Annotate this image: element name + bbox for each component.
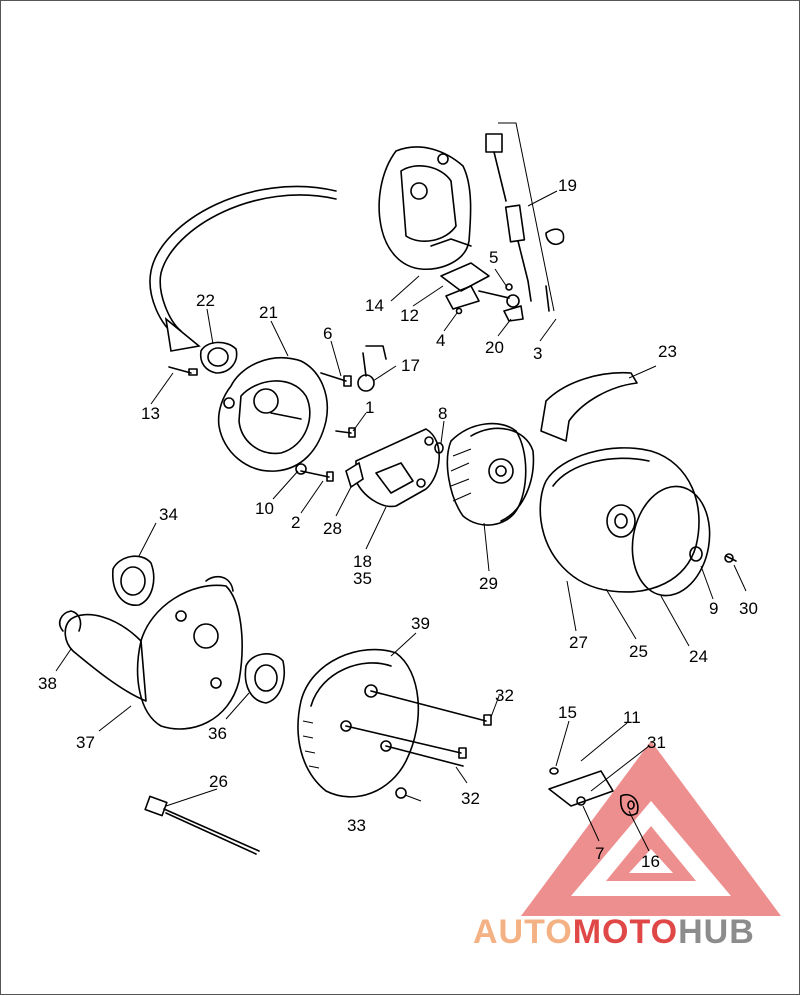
part-14-backplate xyxy=(378,146,472,271)
callout-21: 21 xyxy=(259,303,278,322)
part-26-sensor xyxy=(144,795,260,855)
assembly-arrow xyxy=(149,185,337,352)
svg-text:AUTOMOTOHUB: AUTOMOTOHUB xyxy=(473,913,755,951)
callout-30: 30 xyxy=(739,599,758,618)
callout-5: 5 xyxy=(489,248,498,267)
part-12-plate xyxy=(440,262,490,310)
part-2-screw xyxy=(300,470,334,482)
part-24-plate xyxy=(631,485,711,597)
callout-19: 19 xyxy=(558,176,577,195)
callout-26: 26 xyxy=(209,772,228,791)
part-18-bracket xyxy=(345,428,440,508)
callout-27: 27 xyxy=(569,633,588,652)
part-13-pin xyxy=(168,366,198,376)
callout-8: 8 xyxy=(438,404,447,423)
callout-13: 13 xyxy=(141,404,160,423)
callout-37: 37 xyxy=(76,733,95,752)
callout-24: 24 xyxy=(689,647,708,666)
callout-25: 25 xyxy=(629,642,648,661)
callout-4: 4 xyxy=(436,331,445,350)
callout-35: 35 xyxy=(353,569,372,588)
callout-34: 34 xyxy=(159,505,178,524)
callout-7: 7 xyxy=(595,844,604,863)
callout-1: 1 xyxy=(365,398,374,417)
callout-10: 10 xyxy=(255,499,274,518)
part-6-1-17-fasteners xyxy=(320,345,387,438)
part-22-gasket xyxy=(199,341,238,374)
callout-28: 28 xyxy=(323,519,342,538)
callout-32-top: 32 xyxy=(495,686,514,705)
watermark-text: AUTOMOTOHUB xyxy=(473,913,755,951)
part-31-bracket xyxy=(548,767,639,817)
callout-22: 22 xyxy=(196,291,215,310)
part-32-bolts xyxy=(345,690,492,767)
watermark-moto: MOTO xyxy=(573,913,678,951)
part-21-backplate xyxy=(217,357,328,475)
part-36-gasket xyxy=(244,653,285,704)
leader-lines xyxy=(55,190,747,852)
part-39-filter-element xyxy=(297,648,420,798)
callout-36: 36 xyxy=(208,724,227,743)
callout-38: 38 xyxy=(38,674,57,693)
callout-16: 16 xyxy=(641,852,660,871)
callout-31: 31 xyxy=(647,733,666,752)
watermark-auto: AUTO xyxy=(473,913,573,951)
callout-2: 2 xyxy=(291,513,300,532)
watermark-logo xyxy=(521,741,781,916)
part-25-27-cover xyxy=(539,447,700,593)
callout-32-bottom: 32 xyxy=(461,789,480,808)
callout-14: 14 xyxy=(365,296,384,315)
part-37-backplate xyxy=(59,575,243,730)
part-19-cable xyxy=(485,122,565,312)
callout-labels: 1 2 3 4 5 6 7 8 9 10 11 12 13 14 15 16 1… xyxy=(38,176,758,871)
part-5-20-bolt xyxy=(455,283,550,322)
part-29-filter xyxy=(446,422,535,526)
callout-23: 23 xyxy=(658,342,677,361)
part-23-shield xyxy=(540,371,638,442)
part-30-screw xyxy=(724,553,737,563)
part-34-gasket xyxy=(112,555,155,606)
callout-3: 3 xyxy=(533,344,542,363)
callout-33: 33 xyxy=(347,816,366,835)
watermark-hub: HUB xyxy=(678,913,755,951)
callout-6: 6 xyxy=(323,324,332,343)
callout-29: 29 xyxy=(479,574,498,593)
callout-15: 15 xyxy=(558,703,577,722)
callout-17: 17 xyxy=(401,356,420,375)
callout-18: 18 xyxy=(353,552,372,571)
callout-12: 12 xyxy=(400,306,419,325)
callout-20: 20 xyxy=(485,338,504,357)
callout-39: 39 xyxy=(411,614,430,633)
callout-9: 9 xyxy=(709,599,718,618)
part-33-nut xyxy=(395,787,407,799)
part-8-washer xyxy=(434,442,444,454)
callout-11: 11 xyxy=(623,708,641,727)
